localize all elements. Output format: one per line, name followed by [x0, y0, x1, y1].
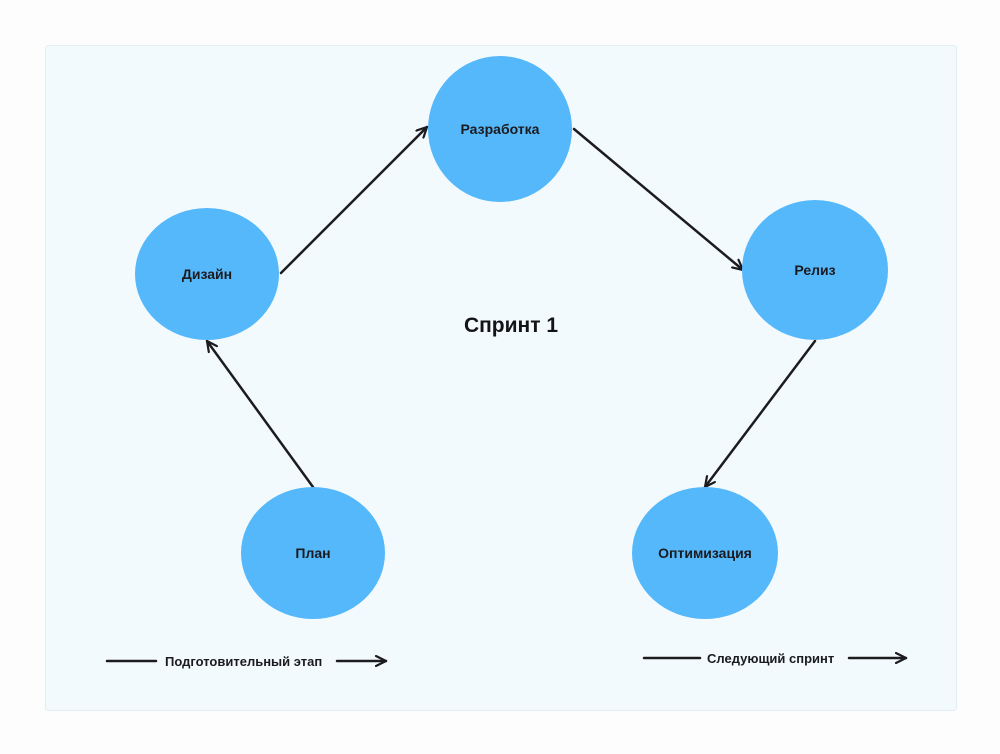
node-design[interactable]: Дизайн [135, 208, 279, 340]
edge-release-to-optimize [703, 339, 817, 489]
node-optimization-label: Оптимизация [658, 545, 752, 561]
footer-left: Подготовительный этап [105, 654, 388, 669]
footer-right: Следующий спринт [642, 651, 908, 666]
footer-left-label: Подготовительный этап [165, 654, 322, 669]
node-optimization[interactable]: Оптимизация [632, 487, 778, 619]
footer-right-label: Следующий спринт [707, 651, 834, 666]
node-design-label: Дизайн [182, 266, 232, 282]
node-release[interactable]: Релиз [742, 200, 888, 340]
edge-dev-to-release [572, 127, 745, 272]
node-release-label: Релиз [794, 262, 835, 278]
node-development-label: Разработка [461, 121, 540, 137]
node-development[interactable]: Разработка [428, 56, 572, 202]
sprint-title: Спринт 1 [464, 314, 558, 337]
node-plan[interactable]: План [241, 487, 385, 619]
edge-design-to-dev [279, 125, 429, 275]
edge-plan-to-design [205, 339, 315, 489]
node-plan-label: План [295, 545, 330, 561]
